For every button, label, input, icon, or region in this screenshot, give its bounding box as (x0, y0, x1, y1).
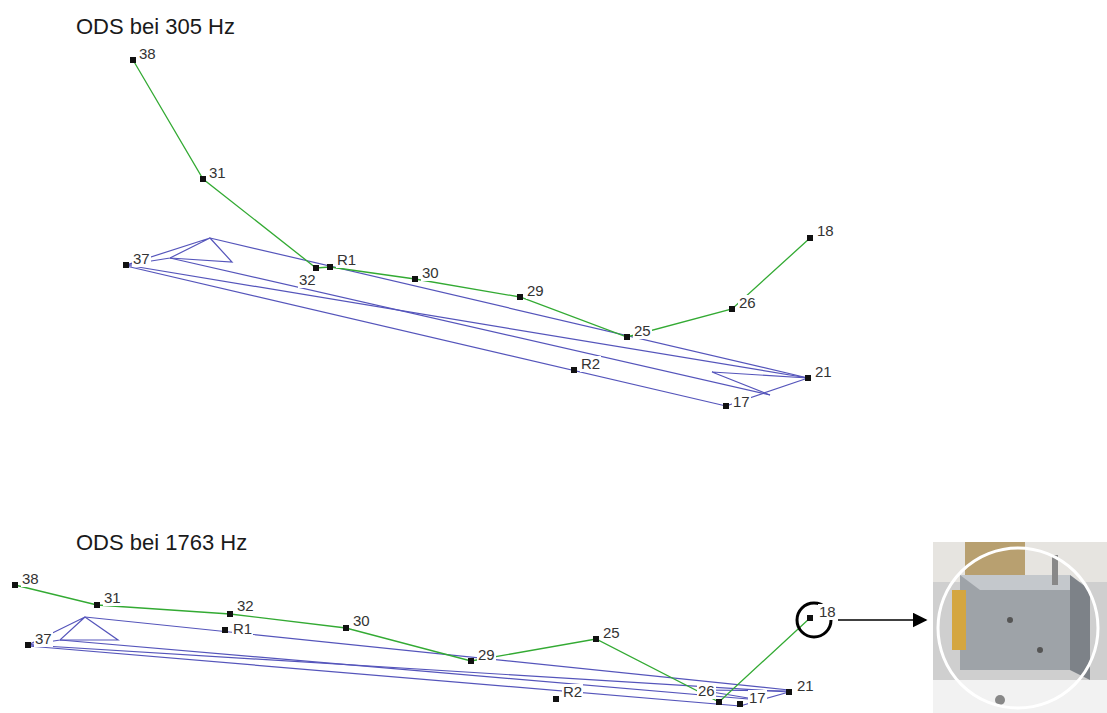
point-number: 21 (796, 678, 815, 694)
beam-wireframe (28, 617, 789, 706)
point-name: R1 (336, 252, 357, 268)
point-number: 29 (526, 283, 545, 299)
point-name: R2 (580, 356, 601, 372)
point-number: 37 (132, 251, 151, 267)
measurement-points (123, 57, 813, 409)
point-number: 17 (732, 394, 751, 410)
pointer-arrow (838, 619, 926, 621)
plot-title: ODS bei 1763 Hz (75, 530, 248, 556)
point-number: 30 (352, 613, 371, 629)
point-number: 29 (477, 647, 496, 663)
point-number: 26 (697, 683, 716, 699)
point-number: 18 (818, 604, 837, 620)
point-number: 38 (138, 46, 157, 62)
measurement-points (12, 582, 813, 707)
deflection-line (15, 585, 810, 702)
point-number: 31 (208, 165, 227, 181)
point-number: 21 (814, 364, 833, 380)
point-number: 37 (34, 631, 53, 647)
point-number: 18 (816, 223, 835, 239)
point-number: 38 (21, 571, 40, 587)
point-number: 31 (103, 590, 122, 606)
point-name: R2 (562, 684, 583, 700)
point-number: 17 (748, 690, 767, 706)
point-number: 26 (738, 295, 757, 311)
point-name: R1 (232, 621, 253, 637)
sensor-photo (933, 542, 1107, 713)
deflection-line (133, 60, 810, 337)
point-number: 25 (633, 323, 652, 339)
plot-title: ODS bei 305 Hz (75, 14, 236, 40)
point-number: 32 (236, 598, 255, 614)
point-number: 32 (298, 272, 317, 288)
beam-wireframe (126, 238, 808, 406)
point-number: 25 (602, 625, 621, 641)
point-number: 30 (421, 265, 440, 281)
